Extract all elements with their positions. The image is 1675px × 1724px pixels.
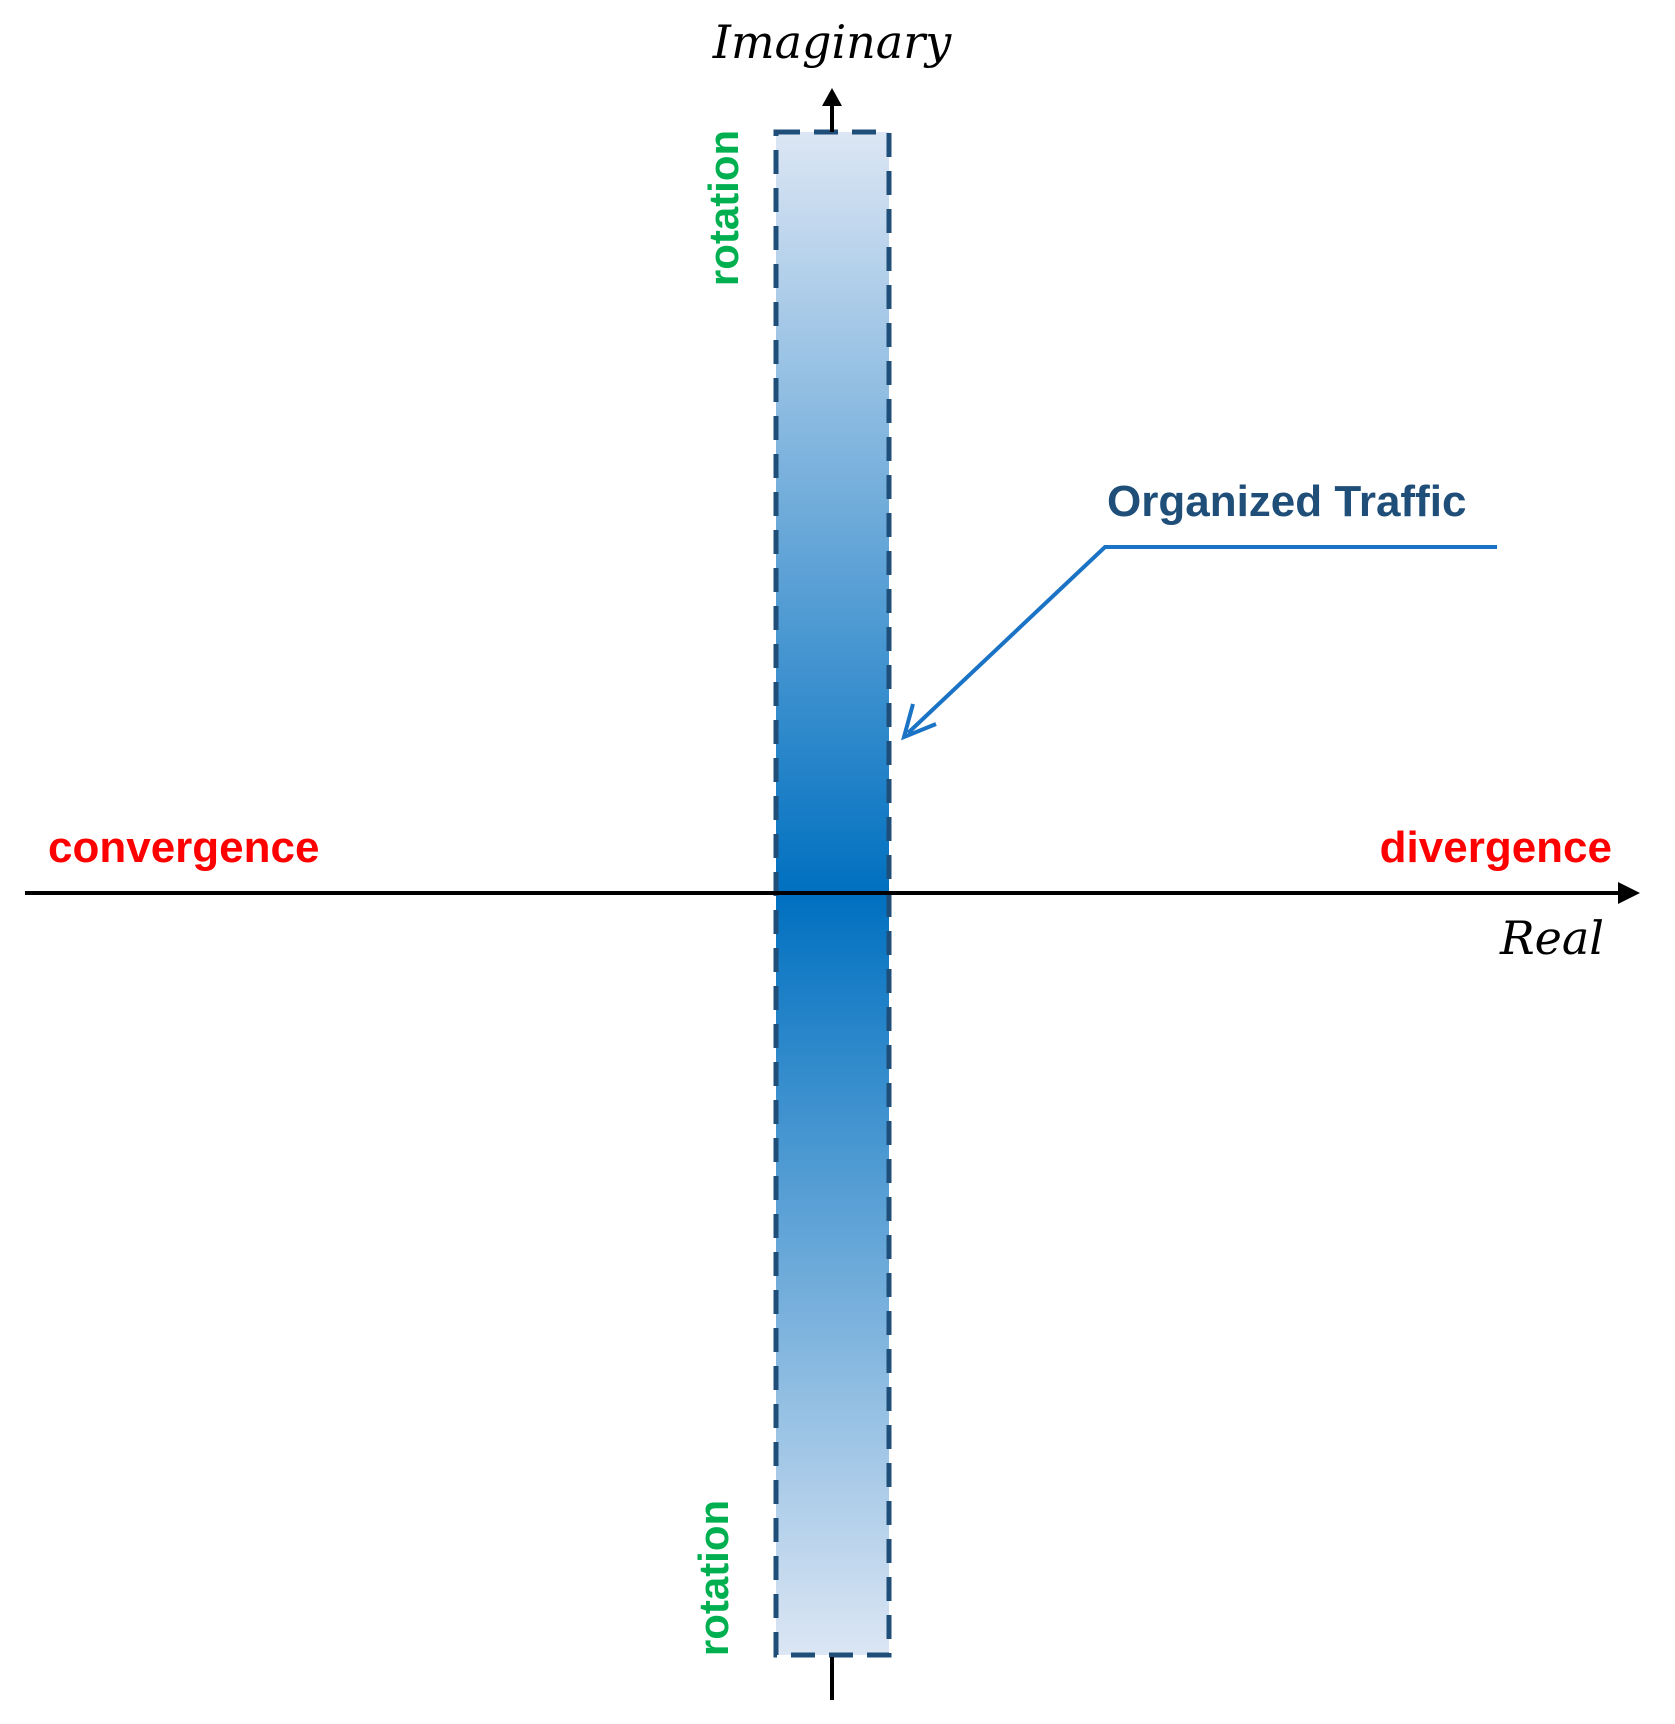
callout-leader-line — [906, 545, 1497, 735]
real-axis-arrowhead — [1618, 882, 1640, 904]
imaginary-axis-label: Imaginary — [712, 15, 952, 69]
organized-traffic-label: Organized Traffic — [1107, 477, 1466, 526]
rotation-label-bottom: rotation — [690, 1500, 737, 1656]
rotation-label-top: rotation — [700, 130, 747, 286]
divergence-label: divergence — [1380, 823, 1612, 872]
convergence-label: convergence — [48, 823, 319, 872]
imaginary-axis-arrowhead — [822, 88, 842, 106]
real-axis-label: Real — [1499, 911, 1604, 965]
callout-arrowhead — [901, 703, 937, 741]
